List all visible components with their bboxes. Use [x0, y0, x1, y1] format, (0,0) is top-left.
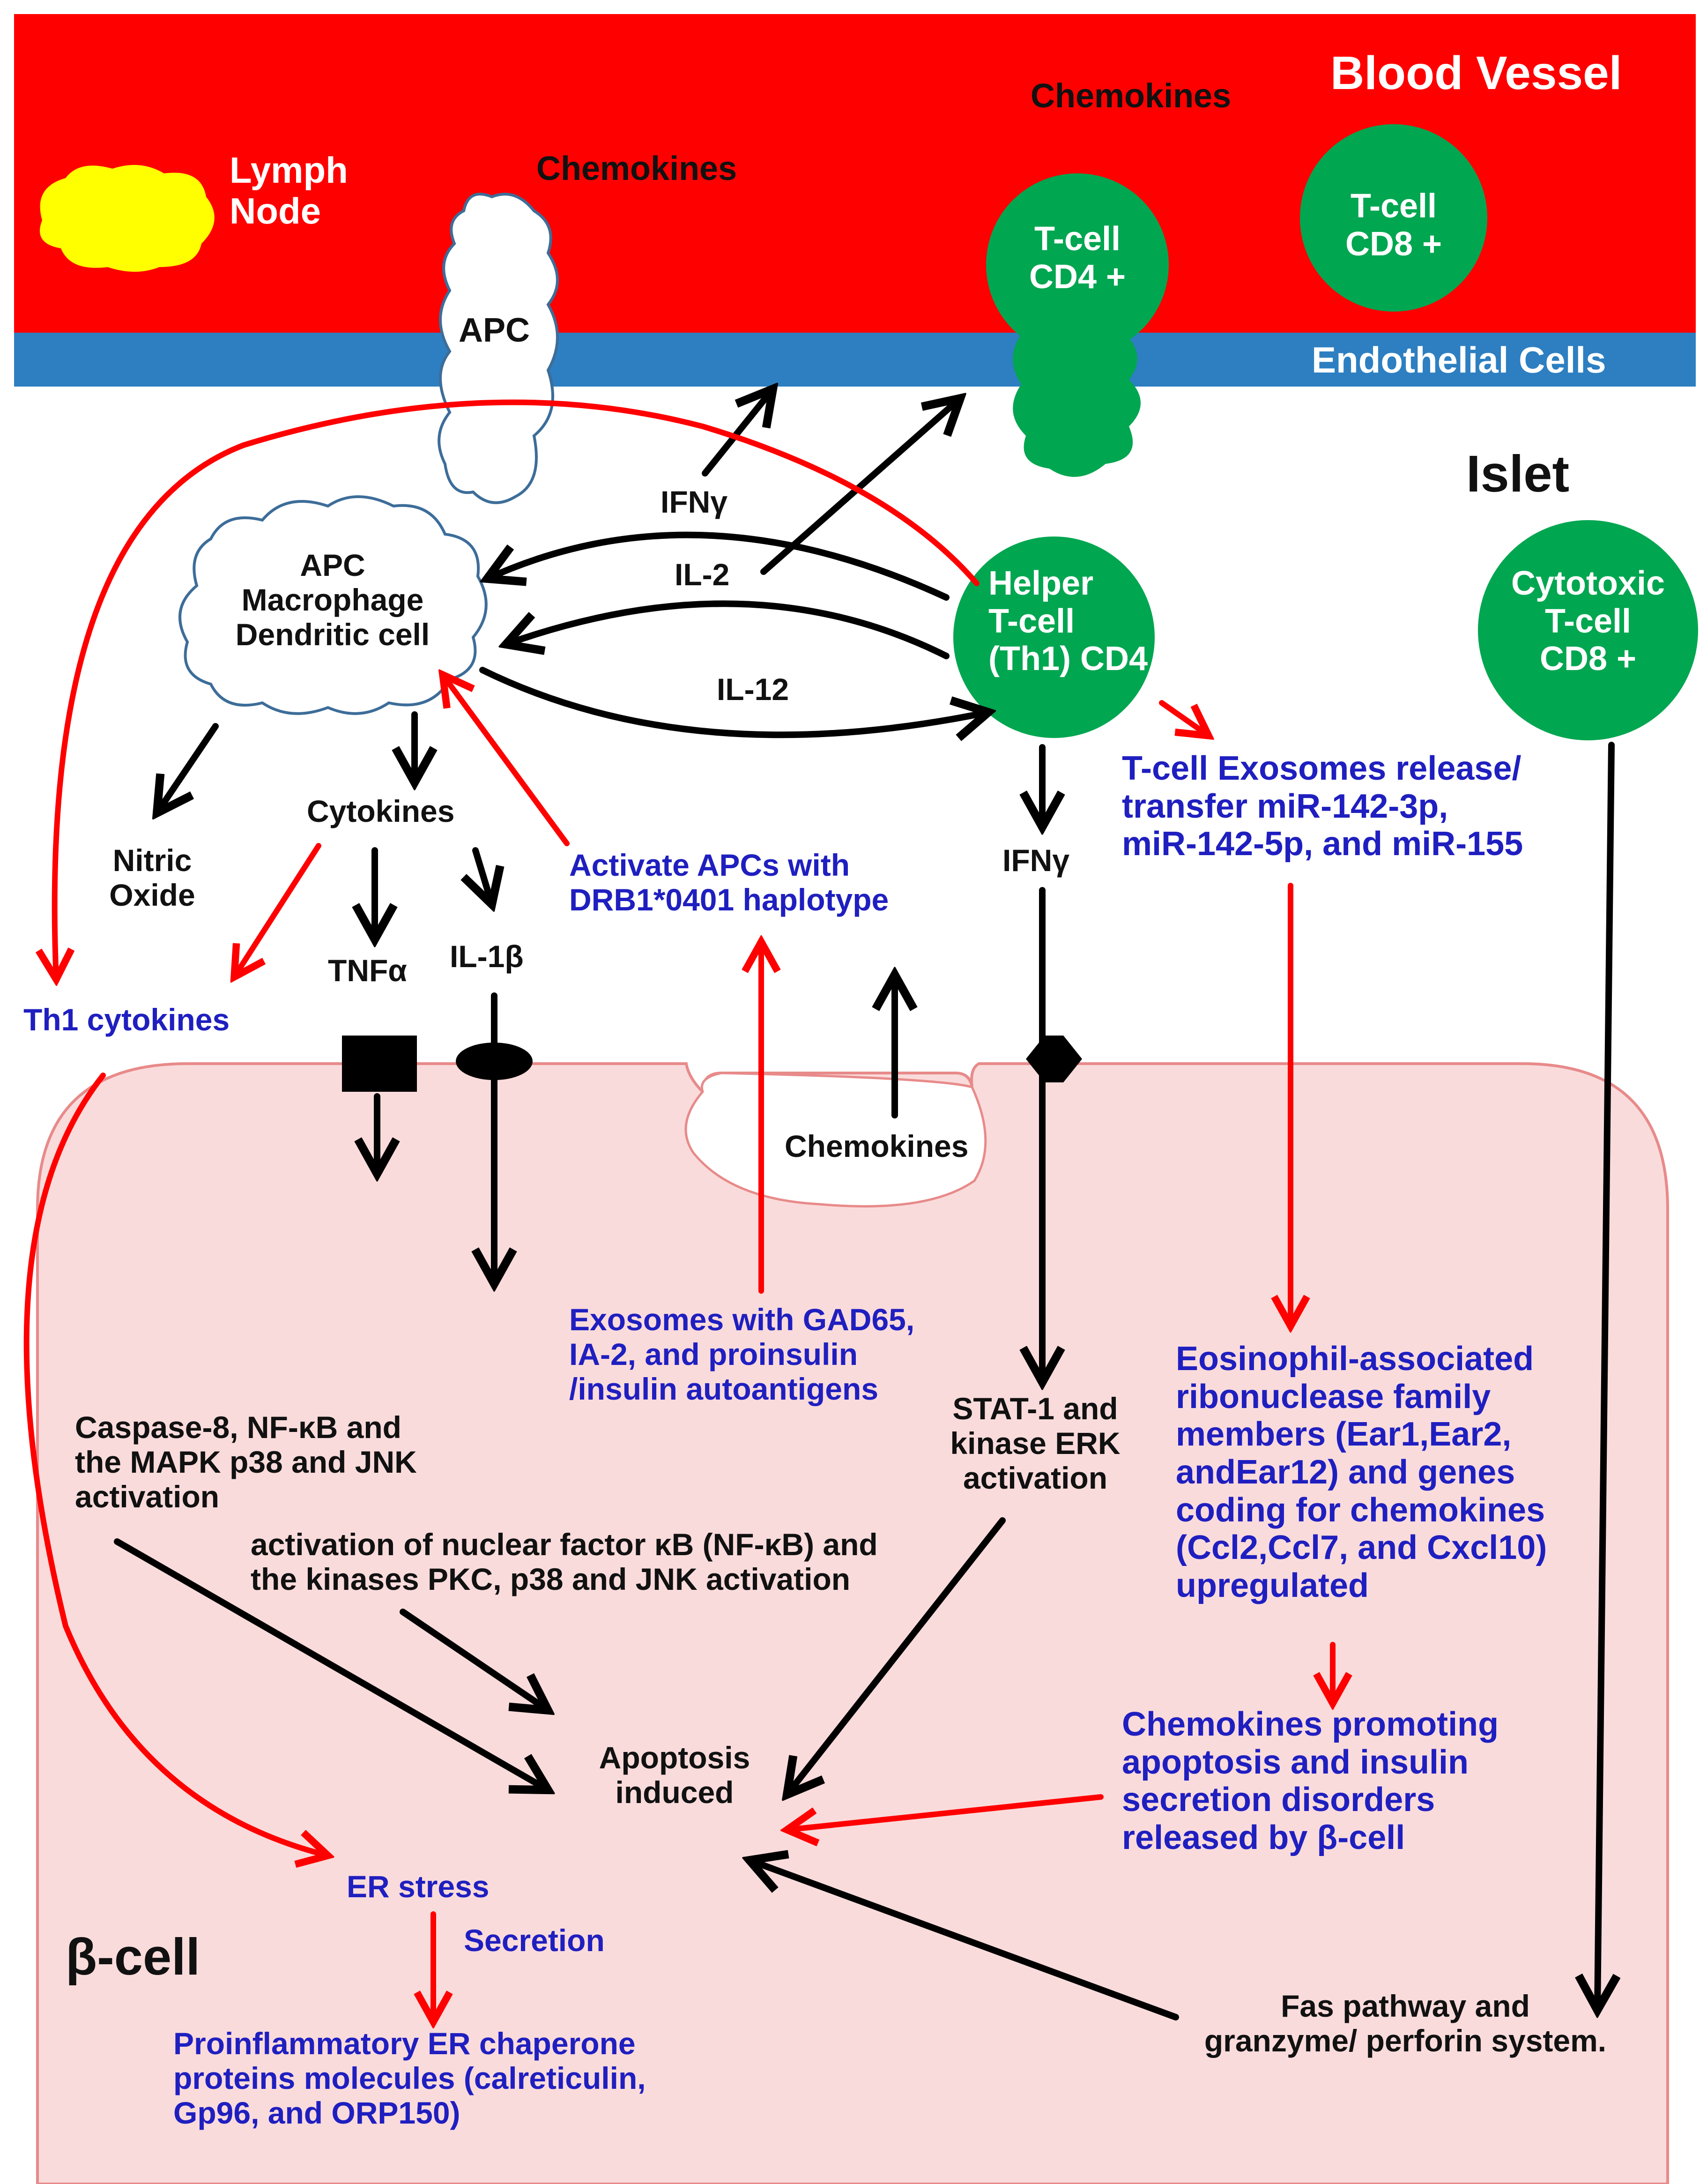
- tcell-cd8-vessel-label: T-cell CD8 +: [1345, 187, 1442, 263]
- chemokines-beta-label: Chemokines: [785, 1129, 969, 1163]
- arrow-il2: [487, 531, 950, 601]
- arrow-activate-to-apc: [443, 675, 570, 846]
- apoptosis-label: Apoptosis induced: [599, 1740, 750, 1810]
- tnfa-label: TNFα: [328, 953, 407, 988]
- chemokines-vessel-right: Chemokines: [1031, 77, 1232, 115]
- cytotoxic-tcell-shape: [1478, 520, 1698, 740]
- arrow-cytotoxic-to-fas: [1597, 742, 1611, 2010]
- tnf-receptor: [342, 1036, 417, 1092]
- endothelial-cells-label: Endothelial Cells: [1312, 339, 1606, 380]
- tcell-cd4-vessel-label: T-cell CD4 +: [1029, 220, 1126, 296]
- secretion-label: Secretion: [464, 1923, 605, 1958]
- nitric-oxide-label: Nitric Oxide: [109, 843, 195, 912]
- nfkb-label: activation of nuclear factor κB (NF-κB) …: [251, 1527, 878, 1596]
- arrow-cytokines-to-th1: [234, 843, 321, 977]
- tcell-cd4-extravasating: [1013, 326, 1141, 477]
- chemokines-promoting-label: Chemokines promoting apoptosis and insul…: [1122, 1706, 1499, 1856]
- helper-tcell-shape: [953, 537, 1155, 738]
- arrow-fas-to-apoptosis: [750, 1860, 1179, 2020]
- arrow-ifng-to-endothelium: [702, 389, 773, 477]
- il12-label: IL-12: [717, 672, 789, 707]
- exosomes-gad-label: Exosomes with GAD65, IA-2, and proinsuli…: [569, 1302, 915, 1406]
- arrow-ifng-to-apc: [506, 600, 950, 659]
- activate-apcs-label: Activate APCs with DRB1*0401 haplotype: [569, 848, 889, 917]
- caspase-label: Caspase-8, NF-κB and the MAPK p38 and JN…: [75, 1410, 417, 1514]
- arrow-il2-to-endothelium: [760, 398, 960, 575]
- arrow-il12: [479, 667, 988, 735]
- arrow-chemokines-to-apoptosis: [787, 1794, 1104, 1830]
- ifng-label-lower: IFNγ: [1002, 843, 1070, 878]
- fas-pathway-label: Fas pathway and granzyme/ perforin syste…: [1204, 1989, 1607, 2058]
- blood-vessel-title: Blood Vessel: [1330, 47, 1622, 99]
- arrow-nfkb-to-apoptosis: [400, 1609, 548, 1710]
- arrow-caspase-to-apoptosis: [114, 1538, 548, 1790]
- arrow-to-il1b: [475, 847, 492, 904]
- arrow-th1-to-er-stress: [23, 1073, 328, 1856]
- il2-label: IL-2: [675, 557, 730, 592]
- apc-vessel-label: APC: [458, 312, 530, 349]
- er-chaperone-label: Proinflammatory ER chaperone proteins mo…: [173, 2026, 646, 2130]
- cytokines-label: Cytokines: [307, 794, 455, 828]
- apc-macrophage-label: APC Macrophage Dendritic cell: [235, 548, 430, 652]
- arrow-helper-to-th1-cytokines: [55, 399, 980, 979]
- il1b-label: IL-1β: [450, 939, 524, 974]
- stat1-label: STAT-1 and kinase ERK activation: [950, 1391, 1121, 1495]
- tcell-exosomes-label: T-cell Exosomes release/ transfer miR-14…: [1122, 750, 1523, 863]
- beta-cell-title: β-cell: [66, 1928, 200, 1986]
- tcell-cd4-vessel-shape: [986, 173, 1169, 356]
- endothelium: [14, 333, 1696, 387]
- arrow-to-nitric-oxide: [157, 723, 219, 813]
- lymph-node-label: Lymph Node: [230, 149, 348, 232]
- arrow-stat1-to-apoptosis: [787, 1517, 1006, 1795]
- er-stress-label: ER stress: [347, 1869, 490, 1904]
- tcell-cd8-vessel-shape: [1300, 124, 1487, 312]
- lymph-node-shape: [40, 165, 215, 272]
- islet-title: Islet: [1466, 445, 1570, 503]
- chemokines-vessel-left: Chemokines: [536, 150, 737, 187]
- cytotoxic-tcell-label: Cytotoxic T-cell CD8 +: [1511, 565, 1665, 678]
- ifng-label-upper: IFNγ: [661, 485, 728, 519]
- eosinophil-label: Eosinophil-associated ribonuclease famil…: [1176, 1340, 1547, 1604]
- apc-vessel-shape: [438, 193, 559, 504]
- arrow-helper-to-exosomes: [1159, 700, 1209, 736]
- helper-tcell-label: Helper T-cell (Th1) CD4: [988, 565, 1148, 678]
- th1-cytokines-label: Th1 cytokines: [23, 1002, 230, 1037]
